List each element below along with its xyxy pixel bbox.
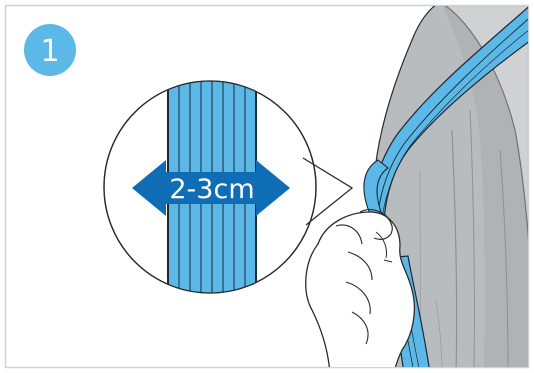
step-badge-icon: 1 [24,24,76,76]
step-number: 1 [40,34,59,69]
double-arrow-icon [132,160,290,216]
magnifier-callout: 2-3cm [103,80,354,294]
hand-illustration [305,209,415,367]
measurement-label: 2-3cm [169,174,254,205]
